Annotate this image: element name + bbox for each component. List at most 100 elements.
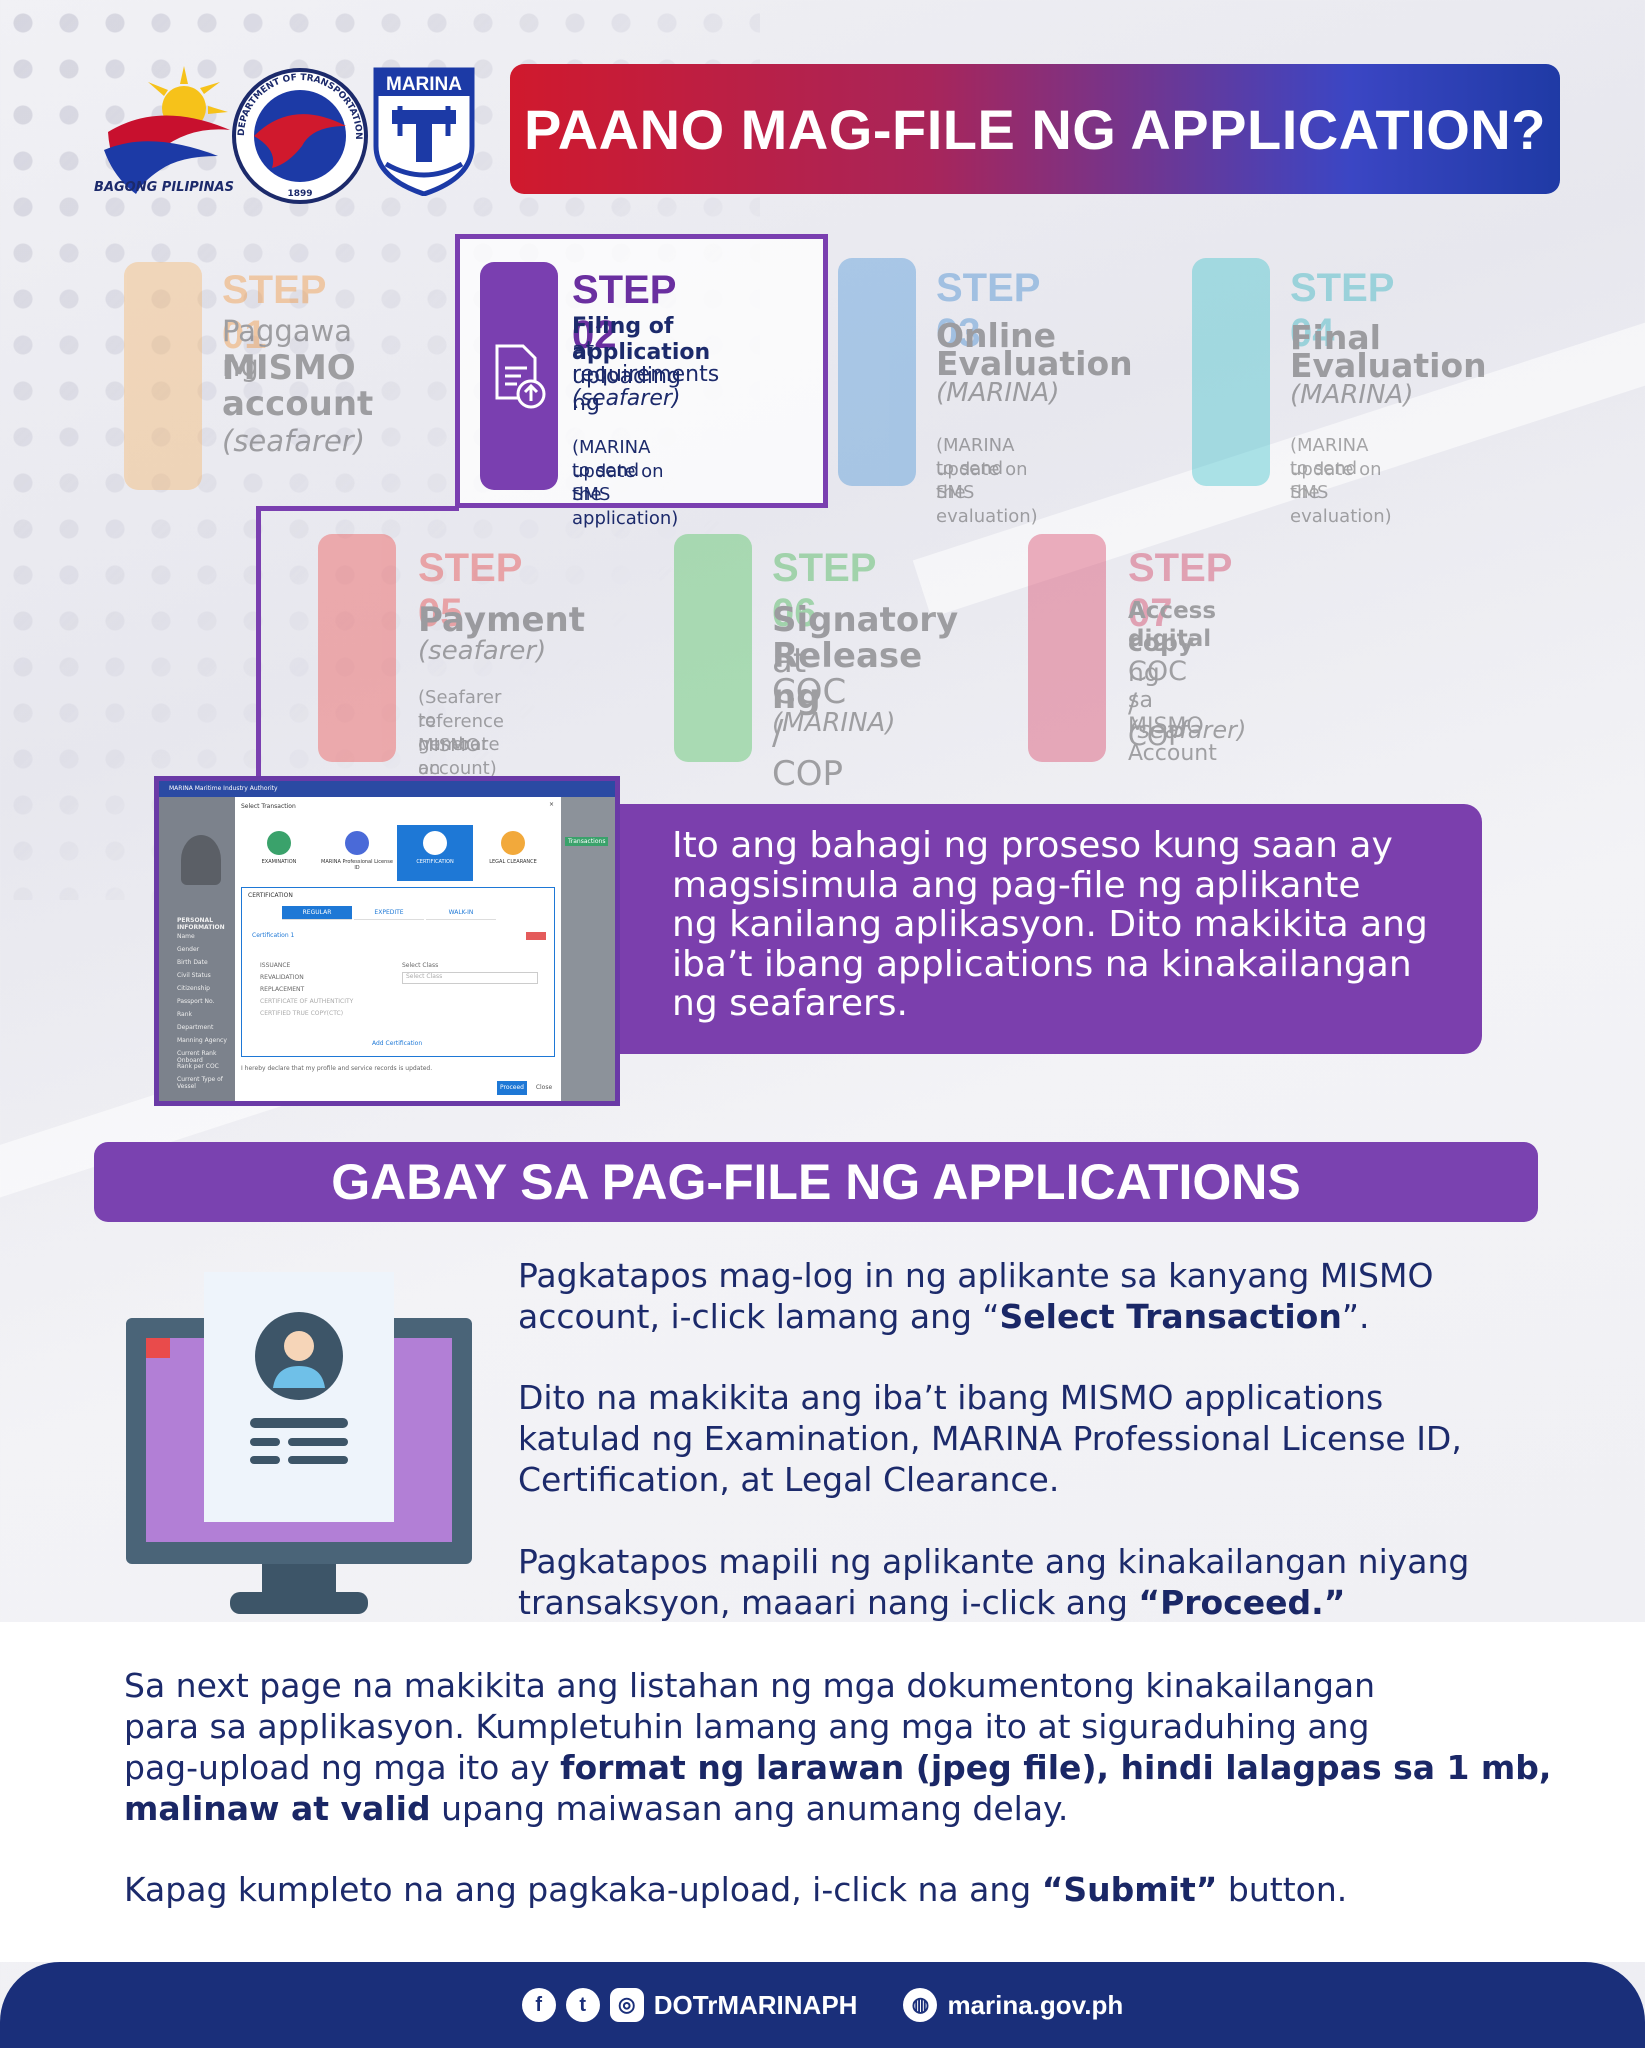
proceed-emphasis: “Proceed.”: [1138, 1582, 1346, 1622]
screenshot-side-label: Rank: [177, 1011, 192, 1018]
social-handle[interactable]: DOTrMARINAPH: [653, 1989, 858, 2020]
option-radio-label: REPLACEMENT: [260, 986, 305, 993]
screenshot-side-label: Citizenship: [177, 985, 210, 992]
step-04-note: update on the evaluation): [1290, 459, 1392, 527]
paragraph-line: pag-upload ng mga ito ay: [124, 1747, 561, 1787]
step-06-label: STEP 06: [772, 546, 876, 635]
screenshot-side-label: Manning Agency: [177, 1037, 227, 1044]
step-02-line: at uploading ng: [572, 338, 681, 416]
tile-examination: EXAMINATION: [241, 825, 317, 881]
step-02-pill: [480, 262, 558, 490]
screenshot-side-label: Current Rank Onboard: [177, 1050, 217, 1064]
lower-section-background: [0, 1622, 1645, 1962]
step-03-line: Online: [936, 316, 1057, 355]
screenshot-side-label: Current Type of Vessel: [177, 1076, 223, 1090]
guide-section-banner: GABAY SA PAG-FILE NG APPLICATIONS: [94, 1142, 1538, 1222]
delete-button: [526, 932, 546, 940]
step-07-line: (seafarer): [1128, 716, 1247, 744]
clearance-icon: [501, 831, 525, 855]
screenshot-side-label: Name: [177, 933, 195, 940]
tile-label: EXAMINATION: [261, 859, 297, 865]
callout-line: Ito ang bahagi ng proseso kung saan ay: [672, 825, 1393, 866]
segment-regular: REGULAR: [282, 906, 352, 920]
page-title: PAANO MAG-FILE NG APPLICATION?: [524, 97, 1546, 161]
screenshot-side-label: Civil Status: [177, 972, 211, 979]
file-format-emphasis: format ng larawan (jpeg file), hindi lal…: [560, 1747, 1552, 1787]
submit-emphasis: “Submit”: [1041, 1870, 1218, 1909]
select-class-label: Select Class: [402, 962, 439, 969]
tile-label: MARINA Professional License ID: [321, 859, 393, 871]
close-button: Close: [535, 1084, 553, 1091]
step-04-label: STEP 04: [1290, 266, 1394, 355]
paragraph-line: Pagkatapos mapili ng aplikante ang kinak…: [518, 1542, 1470, 1581]
footer-website: ◍ marina.gov.ph: [903, 1988, 1123, 2022]
bagong-pilipinas-text: BAGONG PILIPINAS: [94, 180, 234, 195]
screenshot-side-label: PERSONAL INFORMATION: [177, 917, 225, 931]
explanation-callout: Ito ang bahagi ng proseso kung saan ay m…: [620, 804, 1482, 1054]
step-02-note: (MARINA to send SMS: [572, 437, 651, 505]
paragraph-line: Kapag kumpleto na ang pagkaka-upload, i-…: [124, 1870, 1042, 1909]
step-06-line: (MARINA): [772, 708, 896, 738]
tile-label: LEGAL CLEARANCE: [489, 859, 537, 865]
paragraph-line: Pagkatapos mag-log in ng aplikante sa ka…: [518, 1256, 1434, 1295]
screenshot-avatar-icon: [181, 835, 221, 885]
marina-shield-logo: MARINA: [373, 67, 475, 196]
option-radio-label: ISSUANCE: [260, 962, 291, 969]
paragraph-login: Pagkatapos mag-log in ng aplikante sa ka…: [518, 1256, 1433, 1338]
callout-line: magsisimula ang pag-file ng aplikante: [672, 864, 1361, 906]
step-02-line: requirements: [572, 362, 720, 387]
globe-icon: ◍: [903, 1988, 938, 2022]
dotr-seal-logo: DEPARTMENT OF TRANSPORTATION 1899: [232, 68, 368, 204]
step-01-pill: [124, 262, 202, 490]
step-07-line: copy: [1128, 628, 1195, 657]
paragraph-line: account, i-click lamang ang “: [518, 1296, 1000, 1336]
step-05-line: Payment: [418, 600, 586, 640]
bagong-pilipinas-logo: [104, 66, 230, 194]
option-radio-label: CERTIFIED TRUE COPY(CTC): [260, 1010, 344, 1017]
step-07-line: COC / COP: [1128, 656, 1187, 752]
paragraph-submit: Kapag kumpleto na ang pagkaka-upload, i-…: [124, 1870, 1347, 1911]
step-04-line: (MARINA): [1290, 380, 1414, 410]
step-07-line: ng: [1128, 658, 1160, 687]
facebook-icon[interactable]: f: [521, 1988, 556, 2022]
step-03-line: (MARINA): [936, 378, 1060, 408]
file-upload-icon: [495, 344, 546, 409]
step-01-label: STEP 01: [222, 268, 326, 357]
instagram-icon[interactable]: ◎: [609, 1988, 644, 2022]
step-01-line: MISMO: [222, 348, 356, 388]
paragraph-line: ”.: [1341, 1296, 1370, 1336]
step-07-label: STEP 07: [1128, 546, 1232, 635]
add-certification-link: Add Certification: [372, 1040, 423, 1047]
step-03-note: (MARINA to send SMS: [936, 435, 1015, 503]
select-transaction-screenshot: MARINA Maritime Industry Authority PERSO…: [154, 776, 620, 1106]
title-banner: PAANO MAG-FILE NG APPLICATION?: [510, 64, 1560, 194]
step-02-line: (seafarer): [572, 386, 681, 411]
screenshot-sidebar: PERSONAL INFORMATION Name Gender Birth D…: [159, 797, 235, 1101]
paragraph-applications: Dito na makikita ang iba’t ibang MISMO a…: [518, 1378, 1462, 1501]
twitter-icon[interactable]: t: [565, 1988, 600, 2022]
step-02-line: Filing of application: [572, 314, 711, 366]
dialog-close-icon: ×: [549, 801, 555, 808]
website-link[interactable]: marina.gov.ph: [947, 1989, 1124, 2020]
step-05-note: reference number on: [418, 711, 504, 779]
proceed-button: Proceed: [497, 1081, 527, 1095]
callout-line: iba’t ibang applications na kinakailanga…: [672, 943, 1412, 985]
select-transaction-emphasis: Select Transaction: [999, 1296, 1342, 1336]
footer-social: f t ◎ DOTrMARINAPH: [521, 1988, 858, 2022]
certification-label: Certification 1: [252, 932, 295, 939]
step-03-line: Evaluation: [936, 344, 1133, 383]
segment-walk-in: WALK-IN: [426, 906, 496, 920]
tile-label: CERTIFICATION: [416, 859, 454, 865]
paragraph-line: Sa next page na makikita ang listahan ng…: [124, 1666, 1376, 1705]
option-radio-label: CERTIFICATE OF AUTHENTICITY: [260, 998, 354, 1005]
step-04-line: Evaluation: [1290, 346, 1487, 385]
step-03-label: STEP 03: [936, 266, 1040, 355]
tile-license-id: MARINA Professional License ID: [319, 825, 395, 881]
declaration-checkbox-label: I hereby declare that my profile and ser…: [241, 1065, 433, 1072]
step-05-label: STEP 05: [418, 546, 522, 635]
callout-line: ng seafarers.: [672, 983, 908, 1025]
paragraph-documents: Sa next page na makikita ang listahan ng…: [124, 1666, 1551, 1830]
dotr-seal-year: 1899: [287, 189, 312, 199]
certificate-icon: [423, 831, 447, 855]
step-07-line: Access digital: [1128, 598, 1217, 652]
